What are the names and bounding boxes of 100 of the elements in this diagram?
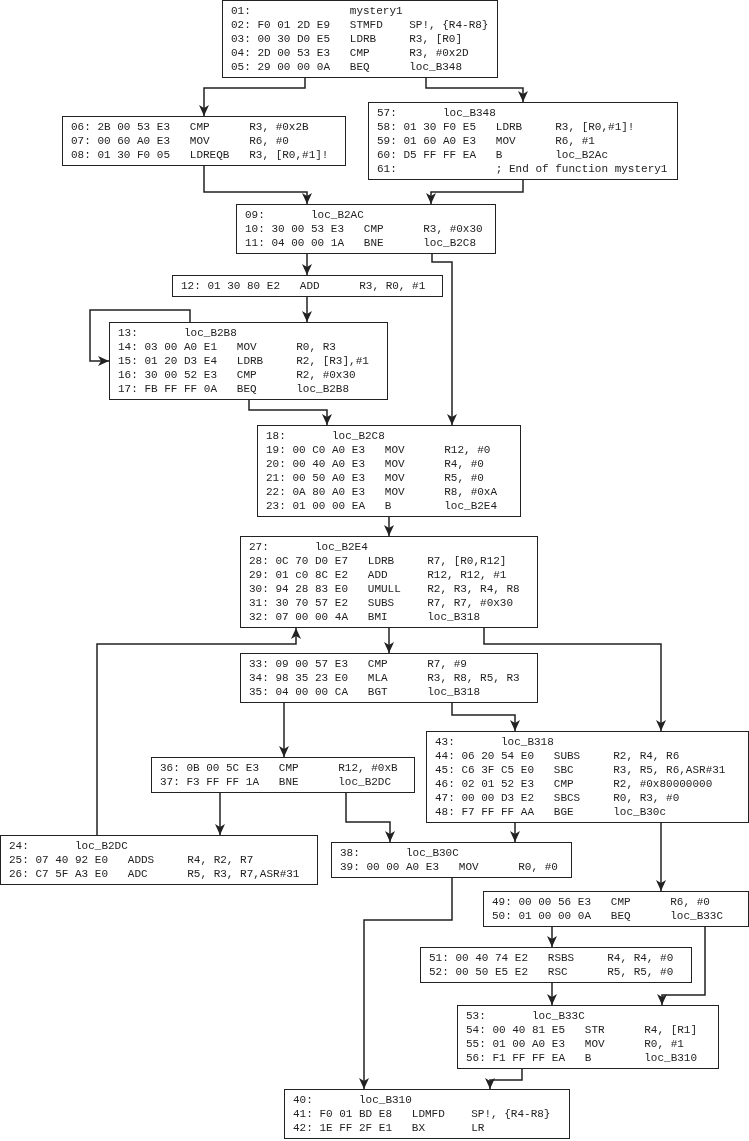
arrow [426,179,524,205]
arrow [302,296,312,323]
arrow [485,1068,523,1090]
arrow [199,77,306,117]
arrow [656,822,666,892]
code-line: 50: 01 00 00 0A BEQ loc_B33C [492,909,725,923]
code-line: 45: C6 3F C5 E0 SBC R3, R5, R6,ASR#31 [435,763,727,777]
arrow [345,792,395,843]
code-line: 39: 00 00 A0 E3 MOV R0, #0 [340,860,559,874]
code-block [240,536,538,628]
code-line: 59: 01 60 A0 E3 MOV R6, #1 [377,134,596,148]
code-block [0,835,318,885]
code-line: 26: C7 5F A3 E0 ADC R5, R3, R7,ASR#31 [9,867,301,881]
code-line: 10: 30 00 53 E3 CMP R3, #0x30 [245,222,484,236]
code-line: 24: loc_B2DC [9,839,129,853]
code-block [172,275,443,297]
code-line: 18: loc_B2C8 [266,429,386,443]
code-line: 06: 2B 00 53 E3 CMP R3, #0x2B [71,120,310,134]
code-line: 03: 00 30 D0 E5 LDRB R3, [R0] [231,32,464,46]
code-line: 49: 00 00 56 E3 CMP R6, #0 [492,895,711,909]
code-line: 29: 01 c0 8C E2 ADD R12, R12, #1 [249,568,508,582]
code-line: 46: 02 01 52 E3 CMP R2, #0x80000000 [435,777,714,791]
code-line: 08: 01 30 F0 05 LDREQB R3, [R0,#1]! [71,148,330,162]
arrow [451,702,520,732]
code-line: 52: 00 50 E5 E2 RSC R5, R5, #0 [429,965,675,979]
code-block [236,204,496,254]
code-line: 30: 94 28 83 E0 UMULL R2, R3, R4, R8 [249,582,521,596]
code-line: 25: 07 40 92 E0 ADDS R4, R2, R7 [9,853,255,867]
code-line: 32: 07 00 00 4A BMI loc_B318 [249,610,482,624]
code-line: 27: loc_B2E4 [249,540,369,554]
code-line: 37: F3 FF FF 1A BNE loc_B2DC [160,775,393,789]
code-line: 07: 00 60 A0 E3 MOV R6, #0 [71,134,290,148]
code-line: 57: loc_B348 [377,106,497,120]
code-line: 13: loc_B2B8 [118,326,238,340]
code-line: 55: 01 00 A0 E3 MOV R0, #1 [466,1037,685,1051]
arrow [657,926,706,1006]
arrow [547,982,557,1006]
code-line: 22: 0A 80 A0 E3 MOV R8, #0xA [266,485,499,499]
code-line: 01: mystery1 [231,4,404,18]
code-line: 53: loc_B33C [466,1009,586,1023]
arrow [425,77,528,103]
code-line: 04: 2D 00 53 E3 CMP R3, #0x2D [231,46,470,60]
arrow [89,309,191,366]
code-line: 51: 00 40 74 E2 RSBS R4, R4, #0 [429,951,675,965]
code-line: 23: 01 00 00 EA B loc_B2E4 [266,499,499,513]
code-line: 44: 06 20 54 E0 SUBS R2, R4, R6 [435,749,681,763]
code-line: 12: 01 30 80 E2 ADD R3, R0, #1 [181,279,427,293]
code-block [368,102,678,180]
code-block [420,947,692,983]
arrow [483,627,666,732]
arrow [384,627,394,654]
arrow [547,926,557,948]
code-block [222,0,498,78]
code-line: 02: F0 01 2D E9 STMFD SP!, {R4-R8} [231,18,489,32]
code-line: 40: loc_B310 [293,1093,413,1107]
code-line: 54: 00 40 81 E5 STR R4, [R1] [466,1023,699,1037]
code-line: 14: 03 00 A0 E1 MOV R0, R3 [118,340,337,354]
code-line: 20: 00 40 A0 E3 MOV R4, #0 [266,457,485,471]
arrow [203,165,312,205]
code-block [151,757,415,793]
code-line: 41: F0 01 BD E8 LDMFD SP!, {R4-R8} [293,1107,552,1121]
code-line: 36: 0B 00 5C E3 CMP R12, #0xB [160,761,399,775]
code-line: 15: 01 20 D3 E4 LDRB R2, [R3],#1 [118,354,370,368]
arrow [215,792,225,836]
arrow [431,253,457,426]
code-line: 48: F7 FF FF AA BGE loc_B30c [435,805,668,819]
arrow [384,516,394,537]
code-line: 56: F1 FF FF EA B loc_B310 [466,1051,699,1065]
code-line: 16: 30 00 52 E3 CMP R2, #0x30 [118,368,357,382]
code-block [457,1005,719,1069]
code-line: 47: 00 00 D3 E2 SBCS R0, R3, #0 [435,791,681,805]
code-line: 38: loc_B30C [340,846,460,860]
code-line: 09: loc_B2AC [245,208,365,222]
code-block [426,731,749,823]
arrow [248,399,332,426]
code-line: 60: D5 FF FF EA B loc_B2Ac [377,148,610,162]
code-line: 35: 04 00 00 CA BGT loc_B318 [249,685,482,699]
code-block [62,116,346,166]
code-line: 43: loc_B318 [435,735,555,749]
arrow [302,253,312,276]
code-block [284,1089,570,1139]
arrow [279,702,289,758]
code-line: 58: 01 30 F0 E5 LDRB R3, [R0,#1]! [377,120,636,134]
arrow [510,822,520,843]
code-line: 05: 29 00 00 0A BEQ loc_B348 [231,60,464,74]
code-block [483,891,749,927]
code-line: 33: 09 00 57 E3 CMP R7, #9 [249,657,468,671]
code-block [257,425,521,517]
arrow [96,627,301,836]
code-line: 11: 04 00 00 1A BNE loc_B2C8 [245,236,478,250]
code-line: 28: 0C 70 D0 E7 LDRB R7, [R0,R12] [249,554,508,568]
code-line: 31: 30 70 57 E2 SUBS R7, R7, #0x30 [249,596,515,610]
code-line: 17: FB FF FF 0A BEQ loc_B2B8 [118,382,351,396]
arrow [359,877,453,1090]
code-block [109,322,388,400]
code-line: 19: 00 C0 A0 E3 MOV R12, #0 [266,443,492,457]
code-block [331,842,572,878]
code-line: 21: 00 50 A0 E3 MOV R5, #0 [266,471,485,485]
code-block [240,653,538,703]
code-line: 61: ; End of function mystery1 [377,162,669,176]
